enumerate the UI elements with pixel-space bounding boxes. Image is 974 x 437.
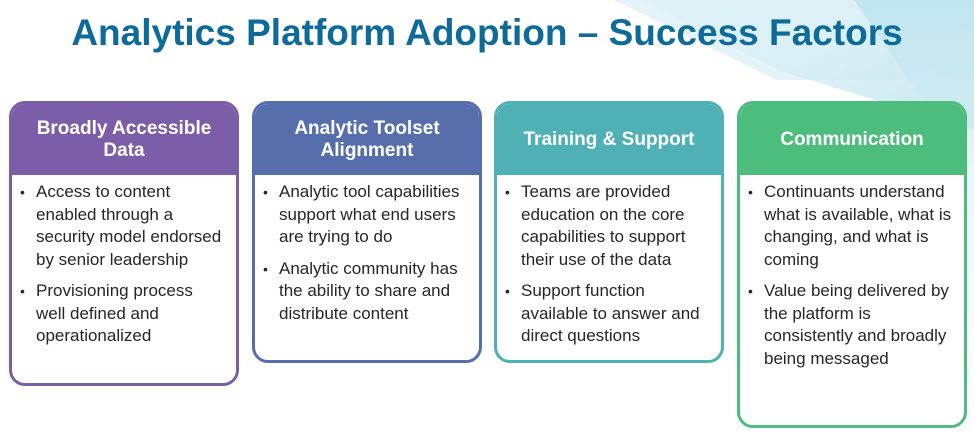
card-header: Analytic Toolset Alignment [255,104,479,175]
bullet-dot-icon: • [20,283,25,299]
bullet-text: Provisioning process well defined and op… [36,281,193,345]
bullet-text: Value being delivered by the platform is… [764,281,949,368]
card-analytic-toolset-alignment: Analytic Toolset Alignment • Analytic to… [252,101,482,363]
card-broadly-accessible-data: Broadly Accessible Data • Access to cont… [9,101,239,386]
bullet-item: • Teams are provided education on the co… [505,181,711,271]
bullet-dot-icon: • [748,283,753,299]
bullet-text: Continuants understand what is available… [764,182,952,269]
bullet-item: • Analytic tool capabilities support wha… [263,181,469,249]
bullet-text: Teams are provided education on the core… [521,182,686,269]
bullet-item: • Continuants understand what is availab… [748,181,954,271]
card-body: • Teams are provided education on the co… [497,175,721,356]
bullet-text: Access to content enabled through a secu… [36,182,222,269]
bullet-text: Support function available to answer and… [521,281,700,345]
bullet-text: Analytic community has the ability to sh… [279,258,458,323]
bullet-text: Analytic tool capabilities support what … [279,182,460,246]
bullet-dot-icon: • [263,260,268,277]
bullet-dot-icon: • [748,184,753,200]
card-communication: Communication • Continuants understand w… [737,101,967,428]
card-training-support: Training & Support • Teams are provided … [494,101,724,363]
card-header: Broadly Accessible Data [12,104,236,175]
card-body: • Analytic tool capabilities support wha… [255,175,479,333]
bullet-item: • Support function available to answer a… [505,280,711,348]
bullet-item: • Provisioning process well defined and … [20,280,226,348]
bullet-dot-icon: • [263,184,268,200]
bullet-item: • Analytic community has the ability to … [263,258,469,326]
card-body: • Access to content enabled through a se… [12,175,236,356]
card-header: Training & Support [497,104,721,175]
bullet-dot-icon: • [505,184,510,200]
bullet-dot-icon: • [505,283,510,299]
card-header: Communication [740,104,964,175]
bullet-dot-icon: • [20,184,25,200]
card-body: • Continuants understand what is availab… [740,175,964,378]
bullet-item: • Access to content enabled through a se… [20,181,226,271]
slide-title: Analytics Platform Adoption – Success Fa… [71,12,903,53]
bullet-item: • Value being delivered by the platform … [748,280,954,370]
